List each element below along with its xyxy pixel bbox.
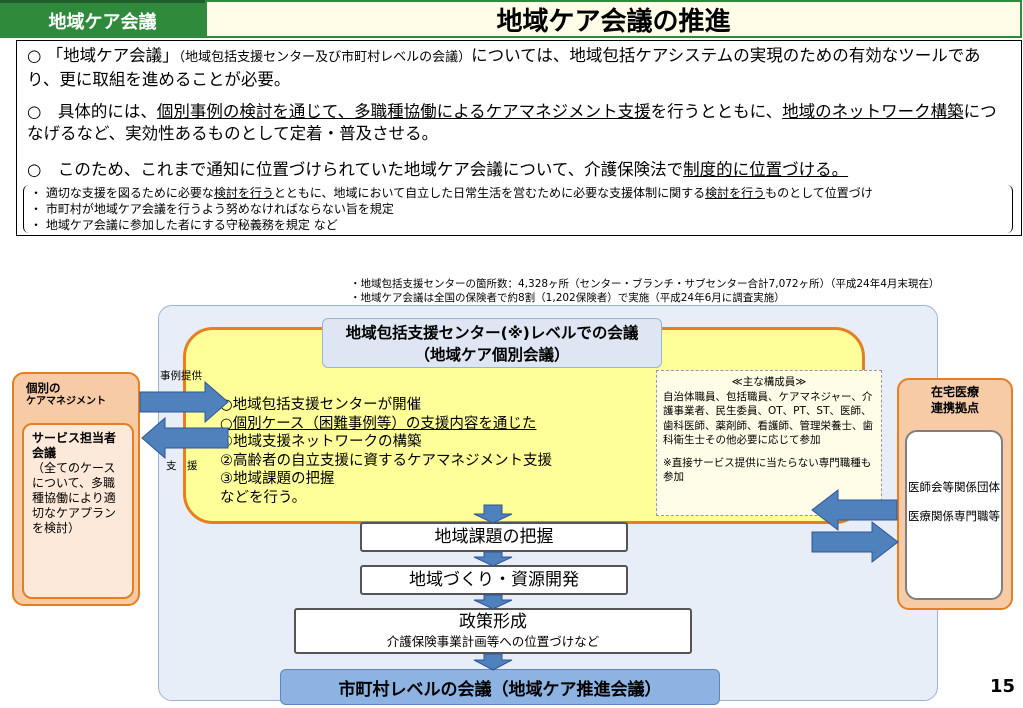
left-title-line-2: ケアマネジメント xyxy=(26,396,106,407)
home-medical-title: 在宅医療 連携拠点 xyxy=(897,384,1013,416)
bullet-1-b: （地域包括支援センター及び市町村レベルの会議） xyxy=(178,50,472,65)
detail-line-2: ・ 市町村が地域ケア会議を行うよう努めなければならない旨を規定 xyxy=(30,202,394,216)
support-label: 支 援 xyxy=(166,460,198,472)
arrow-case-to-center xyxy=(139,380,229,424)
case-provision-label: 事例提供 xyxy=(160,370,202,382)
center-list-item: ②高齢者の自立支援に資するケアマネジメント支援 xyxy=(220,452,552,469)
service-meeting-head: サービス担当者会議 xyxy=(32,431,117,460)
left-title-line-1: 個別の xyxy=(26,381,61,395)
step-policy-title: 政策形成 xyxy=(459,612,527,632)
arrow-down-1 xyxy=(473,504,513,524)
center-list-item: などを行う。 xyxy=(220,489,307,506)
bullet-2-underline-1: 個別事例の検討を通じて、多職種協働によるケアマネジメント支援 xyxy=(156,102,651,121)
arrow-center-to-right xyxy=(811,520,899,564)
members-body: 自治体職員、包括職員、ケアマネジャー、介護事業者、民生委員、OT、PT、ST、医… xyxy=(663,390,873,447)
municipal-meeting-label: 市町村レベルの会議（地域ケア推進会議） xyxy=(280,669,720,705)
service-meeting-body: （全てのケースについて、多職種協働により適切なケアプランを検討） xyxy=(32,461,117,535)
arrow-down-2 xyxy=(473,551,513,567)
bullet-1-a: ○ 「地域ケア会議」 xyxy=(27,46,179,65)
bullet-3-underline: 制度的に位置づける。 xyxy=(683,160,849,179)
detail-1-b: とともに、地域において自立した日常生活を営むために必要な支援体制に関する xyxy=(273,186,706,200)
page-number: 15 xyxy=(990,676,1016,697)
bullet-2-a: ○ 具体的には、 xyxy=(27,102,157,121)
detail-line-1: ・ 適切な支援を図るために必要な検討を行うとともに、地域において自立した日常生活… xyxy=(30,185,1006,201)
detail-bracket: ・ 適切な支援を図るために必要な検討を行うとともに、地域において自立した日常生活… xyxy=(23,185,1013,233)
bullet-2-underline-2: 地域のネットワーク構築 xyxy=(782,102,964,121)
arrow-support-to-left xyxy=(141,416,229,460)
detail-line-3: ・ 地域ケア会議に参加した者にする守秘義務を規定 など xyxy=(30,218,338,232)
detail-1-u1: 検討を行う xyxy=(213,186,274,200)
step-community-building: 地域づくり・資源開発 xyxy=(360,565,628,595)
bullet-3-a: ○ このため、これまで通知に位置づけられていた地域ケア会議について、介護保険法で xyxy=(27,160,684,179)
medical-association-item: 医師会等関係団体 xyxy=(908,480,1000,494)
service-meeting-box: サービス担当者会議 （全てのケースについて、多職種協働により適切なケアプランを検… xyxy=(22,423,134,599)
bullet-1: ○ 「地域ケア会議」（地域包括支援センター及び市町村レベルの会議）については、地… xyxy=(27,45,1012,91)
center-list-item: ○個別ケース（困難事例等）の支援内容を通じた xyxy=(220,415,537,432)
medical-professionals-item: 医療関係専門職等 xyxy=(908,509,1000,523)
page-title: 地域ケア会議の推進 xyxy=(205,0,1022,38)
center-meeting-list: ○地域包括支援センターが開催 ○個別ケース（困難事例等）の支援内容を通じた ①地… xyxy=(220,396,600,507)
detail-1-c: ものとして位置づけ xyxy=(765,186,873,200)
bullet-2-b: を行うとともに、 xyxy=(650,102,783,121)
intro-box: ○ 「地域ケア会議」（地域包括支援センター及び市町村レベルの会議）については、地… xyxy=(16,40,1022,236)
right-title-line-1: 在宅医療 xyxy=(930,385,979,399)
bullet-1-c: については、地域包括ケアシステムの実現のための有効なツールであり、更に取組を進め… xyxy=(27,46,981,89)
bullet-2-c: につなげるなど、実効性あるものとして定着・普及させる。 xyxy=(27,102,997,143)
bullet-3: ○ このため、これまで通知に位置づけられていた地域ケア会議について、介護保険法で… xyxy=(27,159,1017,181)
detail-1-u2: 検討を行う xyxy=(705,186,766,200)
step-policy-making: 政策形成 介護保険事業計画等への位置づけなど xyxy=(294,608,692,654)
center-heading-line-1: 地域包括支援センター(※)レベルでの会議 xyxy=(345,324,639,342)
stat-line-1: ・地域包括支援センターの箇所数：4,328ヶ所（センター・ブランチ・サブセンター… xyxy=(350,278,940,290)
detail-1-a: ・ 適切な支援を図るために必要な xyxy=(30,186,214,200)
section-tag: 地域ケア会議 xyxy=(0,0,205,38)
center-list-item: ①地域支援ネットワークの構築 xyxy=(220,434,422,450)
center-heading-line-2: （地域ケア個別会議） xyxy=(414,346,570,364)
center-list-item: ③地域課題の把握 xyxy=(220,471,335,487)
arrow-down-4 xyxy=(473,653,513,671)
bullet-2: ○ 具体的には、個別事例の検討を通じて、多職種協働によるケアマネジメント支援を行… xyxy=(27,101,1012,145)
arrow-right-to-center xyxy=(811,488,898,532)
individual-care-title: 個別の ケアマネジメント xyxy=(26,381,106,409)
step-policy-sub: 介護保険事業計画等への位置づけなど xyxy=(386,634,600,649)
members-title: ≪主な構成員≫ xyxy=(731,376,807,388)
center-list-item: ○地域包括支援センターが開催 xyxy=(220,397,422,413)
medical-parties-box: 医師会等関係団体 医療関係専門職等 xyxy=(905,430,1003,600)
members-note: ※直接サービス提供に当たらない専門職種も参加 xyxy=(663,456,872,484)
arrow-down-3 xyxy=(473,594,513,610)
members-box: ≪主な構成員≫ 自治体職員、包括職員、ケアマネジャー、介護事業者、民生委員、OT… xyxy=(656,370,882,516)
stat-line-2: ・地域ケア会議は全国の保険者で約8割（1,202保険者）で実施（平成24年6月に… xyxy=(350,292,785,304)
center-meeting-heading: 地域包括支援センター(※)レベルでの会議 （地域ケア個別会議） xyxy=(322,318,662,368)
right-title-line-2: 連携拠点 xyxy=(930,401,979,415)
